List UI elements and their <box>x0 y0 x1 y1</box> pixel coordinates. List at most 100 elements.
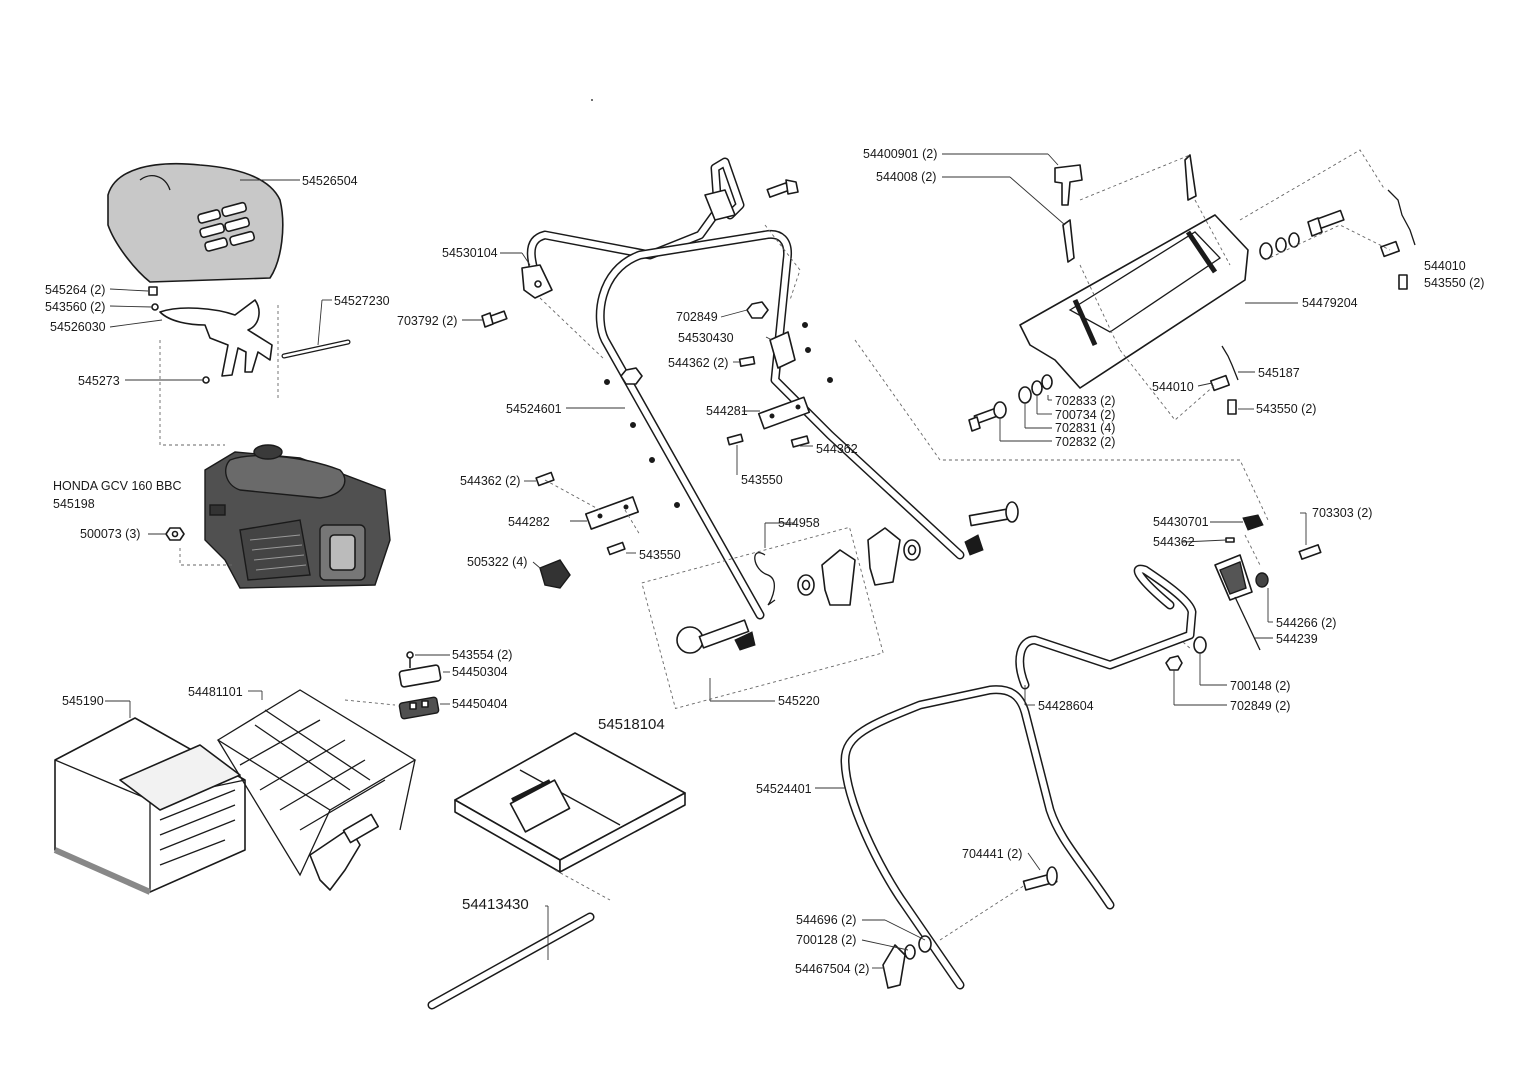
label-704441: 704441 (2) <box>962 847 1023 861</box>
label-544362-c: 544362 (2) <box>460 474 521 488</box>
lever-544008-b <box>1184 154 1197 201</box>
label-544362-a: 544362 (2) <box>668 356 729 370</box>
bolt-703303 <box>1298 544 1322 560</box>
cable-544010-a <box>1387 189 1416 246</box>
nut-702849-a <box>746 301 769 319</box>
bail-54530104 <box>521 157 745 299</box>
screw-544362-d <box>1225 537 1235 543</box>
label-54530104: 54530104 <box>442 246 498 260</box>
label-545190: 545190 <box>62 694 104 708</box>
label-703792: 703792 (2) <box>397 314 458 328</box>
screw-543550-b <box>606 541 626 556</box>
bracket-54526030 <box>159 299 273 377</box>
button-54430701 <box>1242 514 1264 531</box>
screw-543550-d <box>1227 399 1237 415</box>
label-544282: 544282 <box>508 515 550 529</box>
label-700148: 700148 (2) <box>1230 679 1291 693</box>
lever-544008-a <box>1062 219 1075 263</box>
screw-543554 <box>406 651 414 659</box>
washer-700128 <box>904 944 916 960</box>
washer-544696 <box>918 935 932 953</box>
deflector-54518104 <box>454 732 686 873</box>
label-702832: 702832 (2) <box>1055 435 1116 449</box>
label-544958: 544958 <box>778 516 820 530</box>
grass-bag-545190 <box>53 717 246 895</box>
label-702849-a: 702849 <box>676 310 718 324</box>
screw-544362-c <box>535 471 555 487</box>
screw-544362-a <box>738 356 756 367</box>
label-54467504: 54467504 (2) <box>795 962 870 976</box>
washer-545273 <box>202 376 210 384</box>
bag-frame-54481101 <box>216 689 417 891</box>
upper-handle-54524601 <box>595 229 965 620</box>
label-544281: 544281 <box>706 404 748 418</box>
clip-54450404 <box>398 696 440 720</box>
leader-lines <box>105 153 1307 969</box>
label-700734: 700734 (2) <box>1055 408 1116 422</box>
bolt-702832 <box>968 407 999 432</box>
bolt-right <box>964 501 1019 556</box>
label-54479204: 54479204 <box>1302 296 1358 310</box>
nut-ur <box>1259 242 1273 260</box>
label-702833: 702833 (2) <box>1055 394 1116 408</box>
screw-543550-c <box>1398 274 1408 290</box>
label-543554: 543554 (2) <box>452 648 513 662</box>
nut-702849-b <box>620 367 643 385</box>
label-545220: 545220 <box>778 694 820 708</box>
clip-544958 <box>754 552 776 606</box>
label-505322: 505322 (4) <box>467 555 528 569</box>
label-703303: 703303 (2) <box>1312 506 1373 520</box>
knob-505322 <box>539 559 571 589</box>
bolt-704441 <box>1022 866 1058 891</box>
label-54518104: 54518104 <box>598 716 665 733</box>
label-54450304: 54450304 <box>452 665 508 679</box>
nut-702849-c <box>1165 655 1183 671</box>
wing-knob-1 <box>821 549 856 606</box>
label-54526504: 54526504 <box>302 174 358 188</box>
label-544696: 544696 (2) <box>796 913 857 927</box>
label-544008: 544008 (2) <box>876 170 937 184</box>
bolt-ur <box>1307 209 1345 237</box>
lower-handle-54524401 <box>840 685 1115 990</box>
label-54428604: 54428604 <box>1038 699 1094 713</box>
label-700128: 700128 (2) <box>796 933 857 947</box>
engine-honda <box>204 444 391 589</box>
bolt-top <box>766 179 799 198</box>
screw-543560 <box>151 303 159 311</box>
screw-543550-a <box>726 433 744 446</box>
screw-544362-b <box>790 435 810 448</box>
washer-702833 <box>1031 380 1043 396</box>
bracket-54530430 <box>769 331 796 369</box>
clip-545264 <box>148 286 158 296</box>
label-54526030: 54526030 <box>50 320 106 334</box>
label-54413430: 54413430 <box>462 896 529 913</box>
label-544010-b: 544010 <box>1152 380 1194 394</box>
label-500073: 500073 (3) <box>80 527 141 541</box>
label-54400901: 54400901 (2) <box>863 147 938 161</box>
plate-544281 <box>757 396 811 430</box>
clip-54450304 <box>398 664 442 688</box>
engine-cover <box>107 162 284 283</box>
label-702849-b: 702849 (2) <box>1230 699 1291 713</box>
label-54527230: 54527230 <box>334 294 390 308</box>
label-honda-engine: HONDA GCV 160 BBC <box>53 479 182 493</box>
bolt-703792 <box>481 310 508 328</box>
label-54530430: 54530430 <box>678 331 734 345</box>
label-54524401: 54524401 <box>756 782 812 796</box>
label-543550-a: 543550 <box>741 473 783 487</box>
lever-54400901 <box>1054 164 1083 206</box>
knob-54467504 <box>882 944 906 989</box>
label-54450404: 54450404 <box>452 697 508 711</box>
washer-700148 <box>1193 636 1207 654</box>
label-54430701: 54430701 <box>1153 515 1209 529</box>
label-54481101: 54481101 <box>188 685 243 699</box>
label-543560: 543560 (2) <box>45 300 106 314</box>
bolt-545220 <box>676 619 756 654</box>
label-545198: 545198 <box>53 497 95 511</box>
label-544266: 544266 (2) <box>1276 616 1337 630</box>
label-543550-d: 543550 (2) <box>1256 402 1317 416</box>
label-544362-b: 544362 <box>816 442 858 456</box>
handle-grip-54479204 <box>1019 214 1249 389</box>
label-543550-c: 543550 (2) <box>1424 276 1485 290</box>
